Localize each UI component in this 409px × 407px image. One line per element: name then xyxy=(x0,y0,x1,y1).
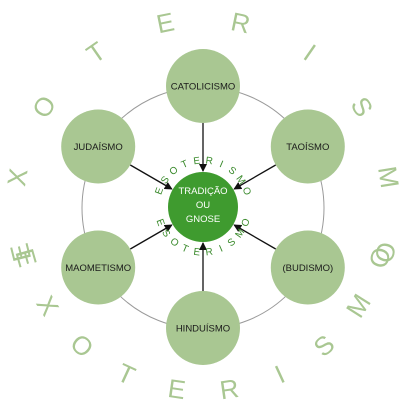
inner-top-letter-9: O xyxy=(240,186,253,197)
inner-top-letter-3: T xyxy=(180,159,190,172)
outer-top-letter-4: E xyxy=(154,6,177,39)
inner-bottom-letter-1: S xyxy=(159,228,172,240)
inner-top-letter-5: R xyxy=(205,155,214,167)
outer-bottom-letter-6: I xyxy=(270,359,289,389)
node-label-taoismo: TAOÍSMO xyxy=(286,142,329,153)
outer-top-letter-7: S xyxy=(345,91,380,122)
outer-bottom-letter-4: E xyxy=(166,373,187,405)
inner-bottom-letter-6: I xyxy=(218,244,225,255)
node-label-catolicismo: CATOLICISMO xyxy=(171,82,236,93)
node-taoismo xyxy=(270,109,345,184)
outer-bottom-letter-1: X xyxy=(30,290,65,321)
inner-bottom-letter-4: E xyxy=(193,247,201,259)
inner-top-letter-6: I xyxy=(218,159,225,170)
inner-top-letter-2: O xyxy=(168,164,181,178)
inner-bottom-letter-0: E xyxy=(153,218,166,228)
inner-bottom-letter-2: O xyxy=(168,236,181,250)
inner-top-letter-7: S xyxy=(226,165,238,178)
inner-bottom-letter-5: R xyxy=(205,247,214,259)
outer-top-letter-8: M xyxy=(372,164,405,190)
center-label-line-2: OU xyxy=(196,200,210,211)
node-label-judaismo: JUDAÍSMO xyxy=(74,142,123,153)
node-label-maometismo: MAOMETISMO xyxy=(65,263,131,274)
node-maometismo xyxy=(61,230,136,305)
inner-top-letter-4: E xyxy=(193,155,201,167)
node-judaismo xyxy=(61,109,136,184)
node-label-budismo: (BUDISMO) xyxy=(282,263,333,274)
outer-top-letter-5: R xyxy=(228,6,252,39)
outer-top-letter-6: I xyxy=(298,38,321,67)
center-node xyxy=(168,172,238,242)
inner-bottom-letter-3: T xyxy=(180,243,190,256)
node-catolicismo xyxy=(166,49,240,123)
node-hinduismo xyxy=(166,291,240,365)
node-label-hinduismo: HINDUÍSMO xyxy=(176,324,230,335)
outer-bottom-letter-8: M xyxy=(340,289,377,323)
inner-top-letter-0: E xyxy=(153,186,166,196)
center-label-line-3: GNOSE xyxy=(186,214,220,225)
outer-top-letter-2: O xyxy=(26,90,62,123)
arrow-budismo xyxy=(233,224,277,250)
center-label-line-1: TRADIÇÃO xyxy=(178,186,227,197)
arrow-judaismo xyxy=(129,164,173,190)
outer-bottom-letter-3: T xyxy=(113,357,140,391)
outer-top-letter-3: T xyxy=(81,35,111,69)
nodes: CATOLICISMO TAOÍSMO (BUDISMO) HINDUÍSMO MAOM… xyxy=(61,49,345,365)
outer-bottom-letter-5: R xyxy=(218,373,241,405)
inner-bottom-letter-7: S xyxy=(226,236,238,249)
arrow-maometismo xyxy=(129,224,173,250)
inner-top-letter-1: S xyxy=(159,174,172,186)
inner-bottom-letter-8: M xyxy=(233,227,247,240)
outer-bottom-letter-2: O xyxy=(65,328,100,364)
inner-top-letter-8: M xyxy=(233,174,247,187)
arrow-taoismo xyxy=(233,164,277,190)
outer-bottom-letter-7: S xyxy=(308,329,341,363)
outer-top-letter-1: X xyxy=(1,166,33,188)
node-budismo xyxy=(270,230,345,305)
arrows xyxy=(129,123,277,291)
inner-bottom-letter-9: O xyxy=(240,217,253,228)
